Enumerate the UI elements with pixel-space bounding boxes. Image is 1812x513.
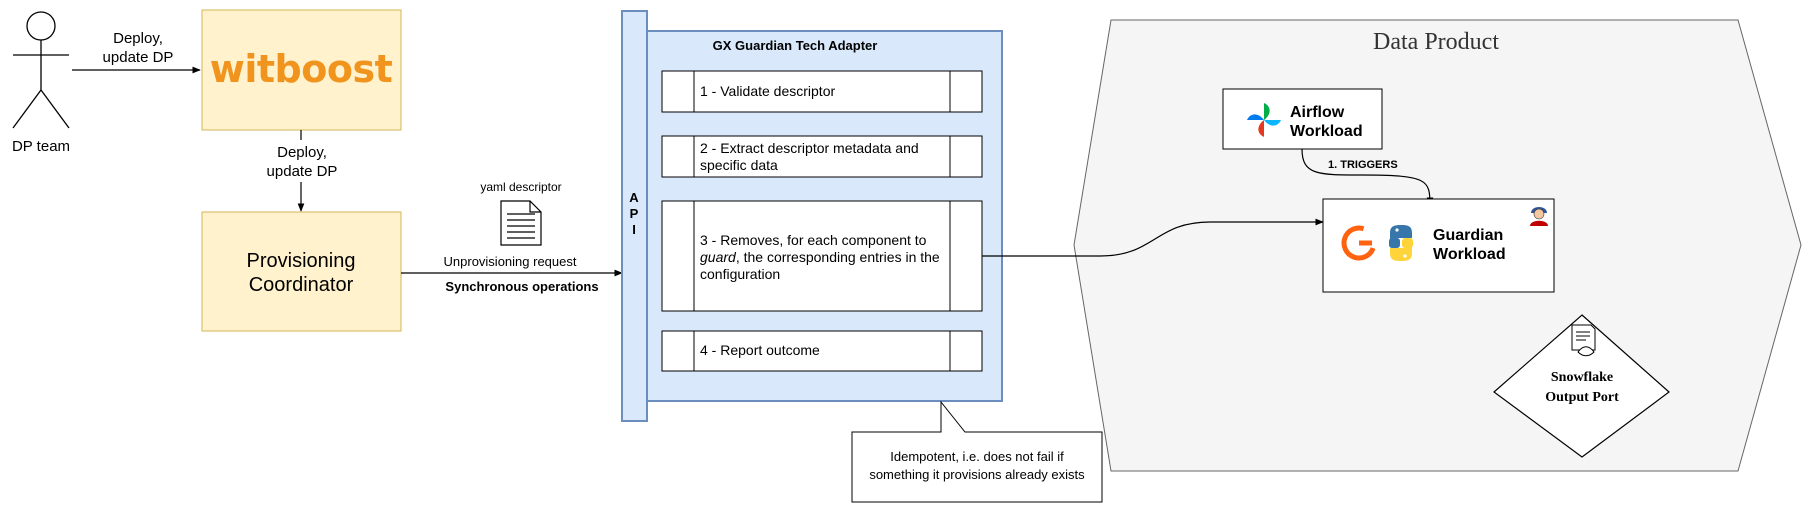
tech-adapter-title: GX Guardian Tech Adapter	[713, 38, 878, 53]
edge-deploy-mid-label-1: Deploy,	[277, 144, 327, 161]
step-3-label-1: 3 - Removes, for each component to	[700, 232, 927, 248]
guardian-label-1: Guardian	[1433, 227, 1503, 244]
synchronous-operations-label: Synchronous operations	[445, 279, 598, 294]
document-icon	[500, 200, 542, 246]
guardian-label-2: Workload	[1433, 246, 1506, 263]
witboost-box[interactable]	[201, 9, 402, 131]
step-3-process[interactable]	[661, 200, 983, 312]
provisioning-coordinator-box[interactable]	[201, 211, 402, 332]
step-3-label-2-rest: , the corresponding entries in the	[736, 249, 940, 265]
gx-logo-icon	[1341, 225, 1377, 261]
contract-handshake-icon	[1571, 324, 1596, 357]
edge-deploy-top-label-2: update DP	[103, 49, 174, 66]
dp-team-label: DP team	[12, 138, 70, 155]
edge-airflow-triggers-guardian	[1301, 148, 1434, 206]
witboost-logo: witboost	[210, 47, 393, 91]
python-icon	[1389, 225, 1413, 261]
step-4-process[interactable]	[661, 330, 983, 372]
api-letter-p: P	[630, 206, 639, 221]
coordinator-label-2: Coordinator	[249, 274, 354, 296]
data-product-title: Data Product	[1373, 29, 1499, 55]
step-2-label-1: 2 - Extract descriptor metadata and	[700, 140, 919, 156]
airflow-icon	[1247, 103, 1281, 137]
step-3-label-3: configuration	[700, 266, 780, 282]
step-2-process[interactable]	[661, 135, 983, 178]
step-2-label-2: specific data	[700, 157, 778, 173]
airflow-label-1: Airflow	[1290, 104, 1345, 121]
step-1-process[interactable]	[661, 70, 983, 113]
step-3-guard-italic: guard	[700, 249, 737, 265]
callout-label-1: Idempotent, i.e. does not fail if	[890, 449, 1064, 464]
step-3-label-2: guard, the corresponding entries in the	[700, 249, 940, 265]
step-4-label: 4 - Report outcome	[700, 342, 820, 358]
coordinator-label-1: Provisioning	[247, 250, 356, 272]
step-1-label: 1 - Validate descriptor	[700, 83, 835, 99]
dp-team-actor[interactable]	[12, 11, 70, 129]
edge-deploy-top-label-1: Deploy,	[113, 30, 163, 47]
snowflake-output-port[interactable]	[1493, 314, 1670, 458]
yaml-descriptor-label: yaml descriptor	[480, 180, 561, 194]
idempotent-callout[interactable]	[851, 400, 1103, 503]
edge-deploy-mid-label-2: update DP	[267, 163, 338, 180]
triggers-label: 1. TRIGGERS	[1328, 159, 1398, 171]
guard-user-icon	[1530, 207, 1548, 226]
edge-step3-to-guardian	[982, 218, 1324, 257]
snowflake-label-2: Output Port	[1545, 390, 1619, 405]
unprovisioning-request-label: Unprovisioning request	[444, 254, 577, 269]
callout-label-2: something it provisions already exists	[869, 467, 1085, 482]
api-letter-i: I	[632, 222, 636, 237]
api-bar[interactable]	[621, 10, 648, 422]
api-letter-a: A	[629, 190, 639, 205]
airflow-label-2: Workload	[1290, 123, 1363, 140]
snowflake-label-1: Snowflake	[1551, 370, 1613, 385]
